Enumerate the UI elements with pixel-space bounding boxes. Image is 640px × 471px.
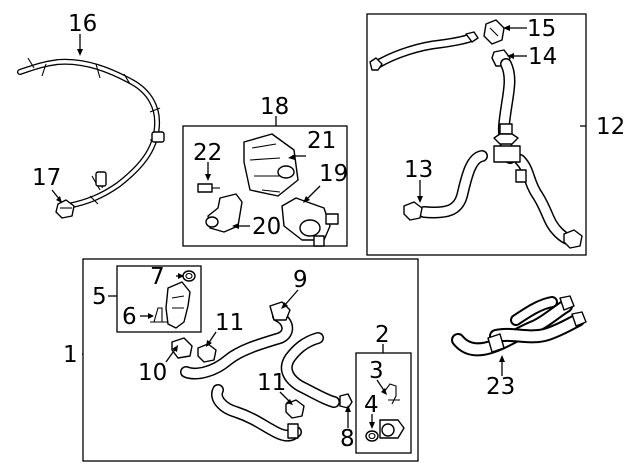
hose-1-lower	[211, 332, 340, 442]
oring-7	[182, 270, 196, 282]
callout-21: 21	[307, 128, 336, 154]
callout-8: 8	[340, 426, 355, 452]
clamp-8	[339, 393, 353, 409]
hose-upper-12	[369, 31, 479, 71]
callout-3: 3	[369, 358, 384, 384]
group-box-1	[82, 258, 419, 462]
callout-23: 23	[486, 374, 515, 400]
clip-3	[383, 383, 400, 405]
callout-11b: 11	[257, 370, 286, 396]
callout-16: 16	[68, 11, 97, 37]
connector-5	[165, 281, 191, 329]
fitting-2	[379, 419, 405, 439]
group-box-18	[182, 125, 348, 247]
harness-16	[17, 57, 165, 209]
callout-5: 5	[92, 284, 107, 310]
callout-20: 20	[252, 214, 281, 240]
callout-2: 2	[375, 322, 390, 348]
bracket-20	[205, 193, 243, 233]
leader-lines	[51, 25, 586, 429]
callout-22: 22	[193, 140, 222, 166]
callout-7: 7	[150, 264, 165, 290]
clip-6	[150, 307, 168, 323]
clamp-12-end	[563, 229, 583, 249]
clamp-10	[171, 337, 193, 359]
insulator-21	[243, 133, 299, 197]
callout-19: 19	[319, 161, 348, 187]
connector-15	[483, 19, 505, 45]
callout-17: 17	[32, 165, 61, 191]
callout-11a: 11	[215, 310, 244, 336]
clamp-11b	[285, 399, 305, 419]
callout-14: 14	[528, 44, 557, 70]
callout-9: 9	[293, 267, 308, 293]
callout-10: 10	[138, 360, 167, 386]
callout-12: 12	[596, 114, 625, 140]
group-box-5	[116, 265, 202, 333]
callout-15: 15	[527, 16, 556, 42]
callout-4: 4	[364, 392, 379, 418]
group-box-12	[366, 13, 587, 256]
callout-1: 1	[63, 342, 78, 368]
callout-13: 13	[404, 157, 433, 183]
callout-18: 18	[260, 94, 289, 120]
clamp-11a	[197, 343, 217, 363]
water-pump-19	[281, 197, 339, 247]
oring-4	[365, 430, 379, 442]
hose-assembly-23	[451, 295, 587, 357]
callout-6: 6	[122, 304, 137, 330]
clip-17	[55, 199, 75, 219]
hose-assembly-12	[418, 58, 578, 246]
bolt-22	[197, 183, 220, 193]
clamp-13	[403, 201, 423, 221]
